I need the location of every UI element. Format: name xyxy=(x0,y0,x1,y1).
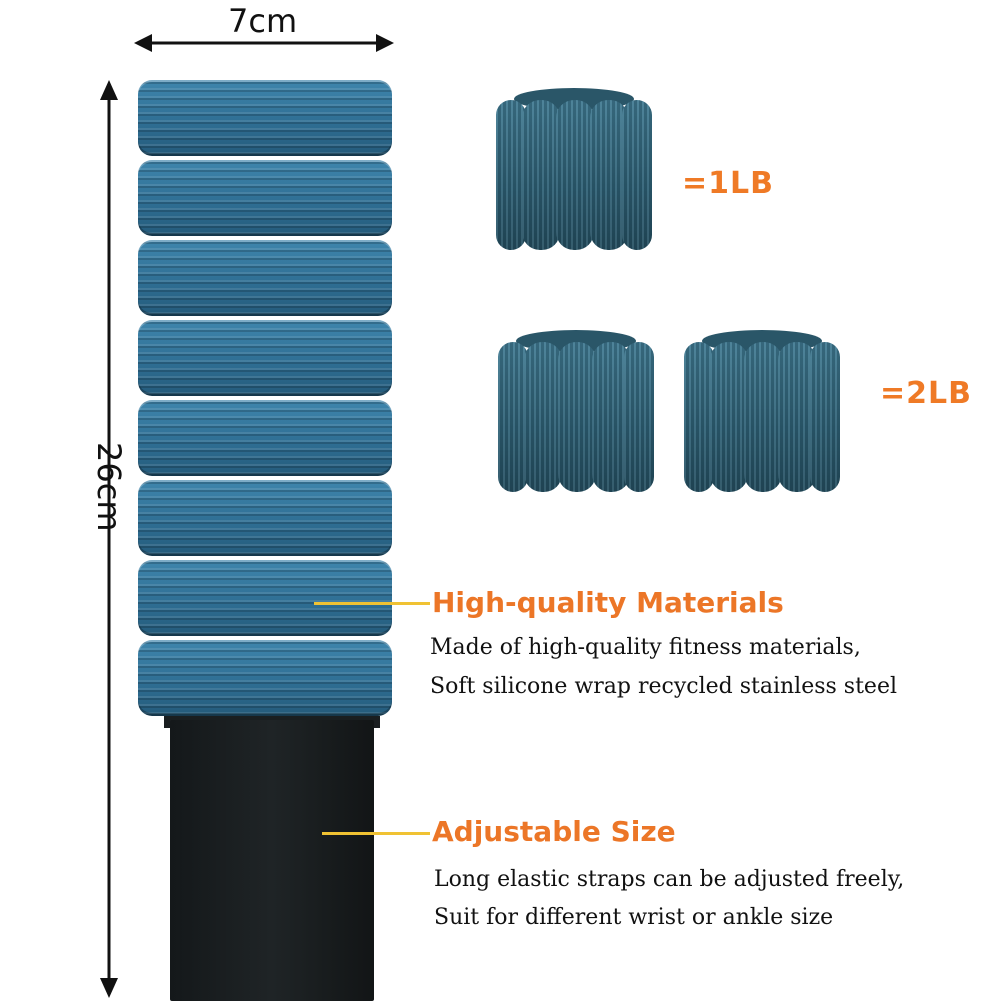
adjustable-title: Adjustable Size xyxy=(432,815,676,848)
wrap-segment xyxy=(138,320,392,396)
materials-leader-line xyxy=(314,602,430,605)
materials-title: High-quality Materials xyxy=(432,586,784,619)
weight-label-2lb: =2LB xyxy=(880,376,972,411)
weight-ring-2lb-left xyxy=(498,330,654,498)
materials-desc-line-1: Made of high-quality fitness materials, xyxy=(430,635,861,660)
weight-label-1lb: =1LB xyxy=(682,166,774,201)
height-label-wrap: 26cm xyxy=(90,442,132,552)
height-dimension-arrow xyxy=(100,80,118,998)
weight-ring-1lb xyxy=(496,88,652,256)
weight-ring-2lb-right xyxy=(684,330,840,498)
wrap-segment xyxy=(138,400,392,476)
width-dimension-arrow xyxy=(134,34,394,52)
wrap-segment xyxy=(138,480,392,556)
wrap-segment xyxy=(138,240,392,316)
height-label: 26cm xyxy=(90,442,128,532)
adjustable-leader-line xyxy=(322,832,430,835)
wrap-segment xyxy=(138,640,392,716)
wrap-segment xyxy=(138,80,392,156)
wrap-segment xyxy=(138,560,392,636)
adjustable-desc-line-2: Suit for different wrist or ankle size xyxy=(434,905,834,930)
adjustable-desc-line-1: Long elastic straps can be adjusted free… xyxy=(434,867,905,892)
elastic-strap xyxy=(170,720,374,1001)
materials-desc-line-2: Soft silicone wrap recycled stainless st… xyxy=(430,674,898,699)
wrap-segment xyxy=(138,160,392,236)
width-label: 7cm xyxy=(228,2,298,40)
